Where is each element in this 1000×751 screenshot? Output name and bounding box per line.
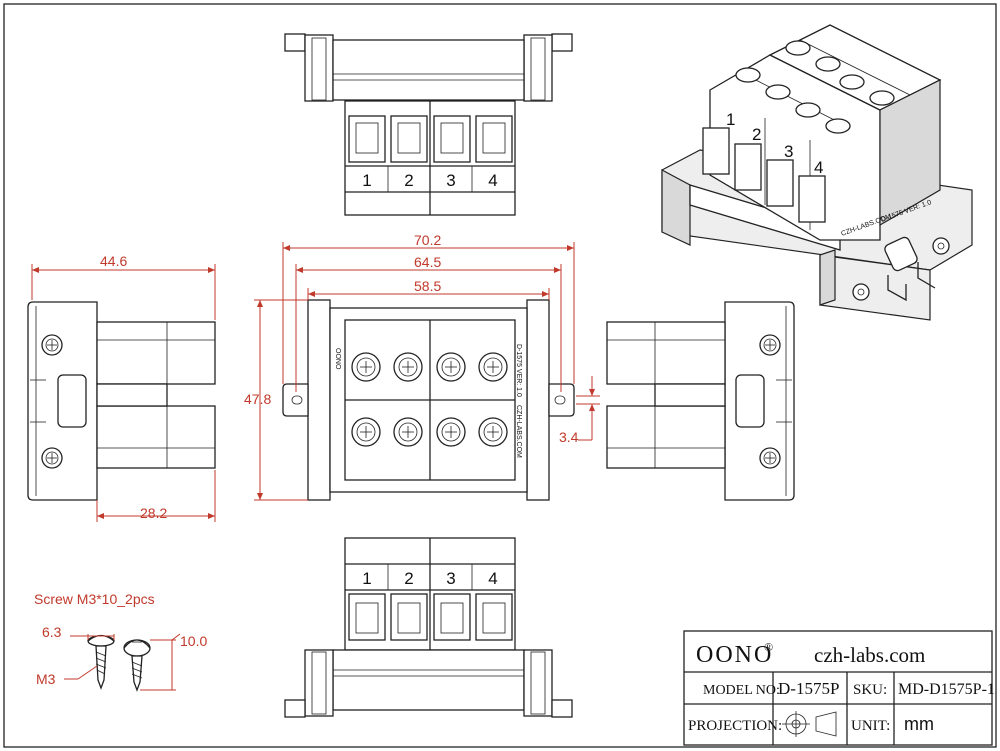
dim-mount-pitch: 64.5 bbox=[295, 254, 562, 392]
left-side-view bbox=[27, 301, 216, 501]
iso-terminal-number: 1 bbox=[726, 110, 735, 129]
dim-slot-width: 3.4 bbox=[559, 376, 600, 445]
right-side-view bbox=[606, 301, 795, 501]
sku-value: MD-D1575P-1 bbox=[898, 681, 995, 698]
plan-mark: CZH-LABS.COM bbox=[515, 405, 522, 458]
screw-dim-label: 6.3 bbox=[42, 624, 62, 640]
dim-label: 3.4 bbox=[559, 429, 579, 445]
plan-screws-top bbox=[351, 352, 508, 382]
screw-dim-label: M3 bbox=[36, 671, 56, 687]
isometric-view: 1 2 3 4 CZH-LABS.COM D-1575 VER: 1.0 bbox=[661, 24, 973, 321]
screw-detail: Screw M3*10_2pcs 6.3 M3 10.0 bbox=[34, 591, 207, 692]
top-terminal-number: 3 bbox=[446, 171, 455, 190]
dim-label: 47.8 bbox=[244, 391, 271, 407]
sku-label: SKU: bbox=[853, 682, 887, 698]
brand-registered: ® bbox=[764, 640, 773, 654]
projection-label: PROJECTION: bbox=[688, 718, 782, 734]
top-terminal-number: 2 bbox=[404, 171, 413, 190]
front-view-top: 1 2 3 4 bbox=[284, 33, 573, 216]
dim-label: 44.6 bbox=[100, 253, 127, 269]
unit-label: UNIT: bbox=[851, 718, 890, 734]
dim-label: 58.5 bbox=[414, 278, 441, 294]
rear-view-bottom: 1 2 3 4 bbox=[284, 537, 573, 718]
dim-rail-depth: 28.2 bbox=[96, 470, 216, 522]
dim-label: 64.5 bbox=[414, 254, 441, 270]
bottom-terminal-number: 3 bbox=[446, 569, 455, 588]
dim-overall-length: 70.2 bbox=[282, 232, 575, 384]
website: czh-labs.com bbox=[814, 643, 925, 667]
plan-mark: D-1575 VER: 1.0 bbox=[515, 344, 522, 397]
iso-terminal-number: 4 bbox=[814, 158, 823, 177]
model-value: D-1575P bbox=[778, 679, 839, 698]
top-terminal-number: 1 bbox=[362, 171, 371, 190]
iso-terminal-number: 2 bbox=[752, 125, 761, 144]
dim-side-depth: 44.6 bbox=[31, 253, 216, 320]
model-label: MODEL NO: bbox=[703, 683, 780, 698]
brand-name: OONO bbox=[696, 642, 773, 668]
third-angle-projection-icon bbox=[782, 711, 837, 737]
iso-terminal-number: 3 bbox=[784, 142, 793, 161]
bottom-terminal-openings bbox=[348, 593, 513, 641]
dim-rail-length: 58.5 bbox=[307, 278, 550, 300]
plan-screws-bottom bbox=[351, 417, 508, 447]
screw-title: Screw M3*10_2pcs bbox=[34, 591, 155, 607]
page-border bbox=[3, 3, 997, 748]
top-terminal-openings bbox=[348, 115, 513, 163]
plan-brand: OONO bbox=[334, 348, 341, 370]
bottom-terminal-number: 4 bbox=[488, 569, 497, 588]
dim-label: 70.2 bbox=[414, 232, 441, 248]
unit-value: mm bbox=[904, 714, 934, 734]
dim-height: 47.8 bbox=[244, 299, 308, 501]
title-block: OONO ® czh-labs.com MODEL NO: D-1575P SK… bbox=[683, 630, 995, 746]
bottom-terminal-number: 1 bbox=[362, 569, 371, 588]
bottom-terminal-number: 2 bbox=[404, 569, 413, 588]
plan-view: OONO D-1575 VER: 1.0 CZH-LABS.COM bbox=[282, 299, 575, 501]
screw-dim-label: 10.0 bbox=[180, 633, 207, 649]
top-terminal-number: 4 bbox=[488, 171, 497, 190]
dim-label: 28.2 bbox=[140, 505, 167, 521]
